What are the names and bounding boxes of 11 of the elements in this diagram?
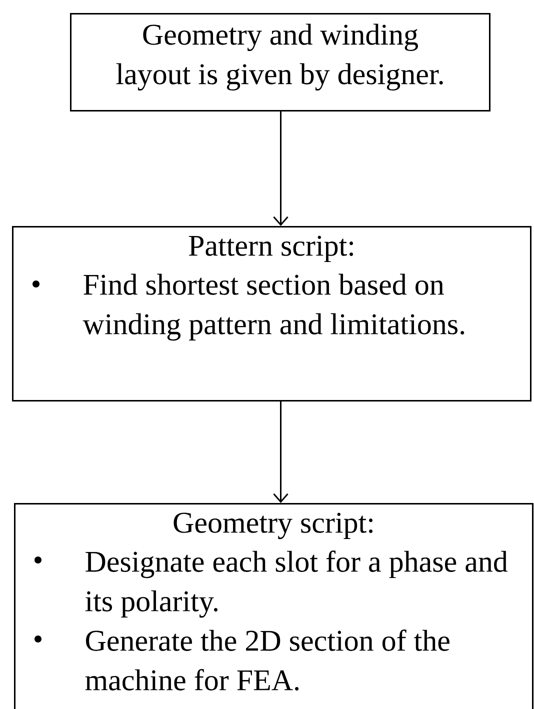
bullet-item: Generate the 2D section of the machine for FEA. [85,630,450,691]
process-box [70,13,490,112]
bullet-item: Find shortest section based on winding pattern and limitations. [82,274,464,341]
box-heading: Geometry script: [174,512,373,540]
arrow [273,402,288,503]
bullet-item: Designate each slot for a phase and its polarity. [85,550,508,618]
arrow [273,112,288,226]
process-box [12,226,532,402]
box-heading: Geometry and winding layout is given by designer. [116,24,443,91]
process-box [14,503,534,709]
box-heading: Pattern script: [188,236,354,262]
